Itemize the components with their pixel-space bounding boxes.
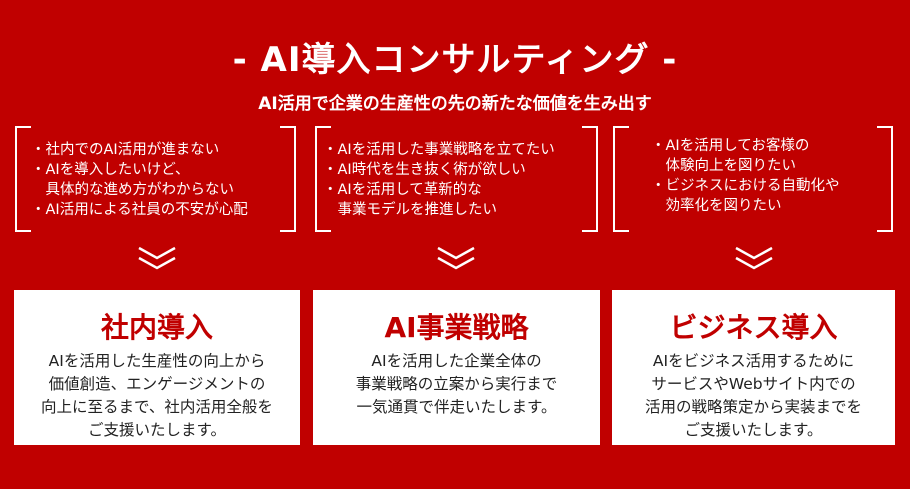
card-heading: AI事業戦略 [384, 311, 529, 344]
concerns-list: ・社内でのAI活用が進まない ・AIを導入したいけど、 具体的な進め方がわからな… [31, 142, 248, 218]
service-card-strategy: AI事業戦略 AIを活用した企業全体の 事業戦略の立案から実行まで 一気通貫で伴… [313, 290, 600, 445]
subtitle: AI活用で企業の生産性の先の新たな価値を生み出す [258, 94, 652, 114]
service-card-business: ビジネス導入 AIをビジネス活用するために サービスやWebサイト内での 活用の… [612, 290, 895, 445]
card-body: AIをビジネス活用するために サービスやWebサイト内での 活用の戦略策定から実… [644, 352, 862, 439]
card-body: AIを活用した生産性の向上から 価値創造、エンゲージメントの 向上に至るまで、社… [41, 352, 273, 439]
concerns-box-internal: ・社内でのAI活用が進まない ・AIを導入したいけど、 具体的な進め方がわからな… [15, 126, 296, 232]
double-chevron-down-icon [735, 246, 773, 270]
card-heading: 社内導入 [100, 311, 213, 344]
card-heading: ビジネス導入 [669, 311, 838, 344]
concerns-box-business: ・AIを活用してお客様の 体験向上を図りたい ・ビジネスにおける自動化や 効率化… [613, 126, 893, 232]
page-title: - AI導入コンサルティング - [232, 40, 678, 80]
double-chevron-down-icon [437, 246, 475, 270]
card-body: AIを活用した企業全体の 事業戦略の立案から実行まで 一気通貫で伴走いたします。 [355, 352, 558, 416]
concerns-box-strategy: ・AIを活用した事業戦略を立てたい ・AI時代を生き抜く術が欲しい ・AIを活用… [315, 126, 598, 232]
double-chevron-down-icon [138, 246, 176, 270]
concerns-list: ・AIを活用してお客様の 体験向上を図りたい ・ビジネスにおける自動化や 効率化… [651, 138, 840, 214]
service-card-internal: 社内導入 AIを活用した生産性の向上から 価値創造、エンゲージメントの 向上に至… [14, 290, 300, 445]
concerns-list: ・AIを活用した事業戦略を立てたい ・AI時代を生き抜く術が欲しい ・AIを活用… [323, 142, 555, 218]
